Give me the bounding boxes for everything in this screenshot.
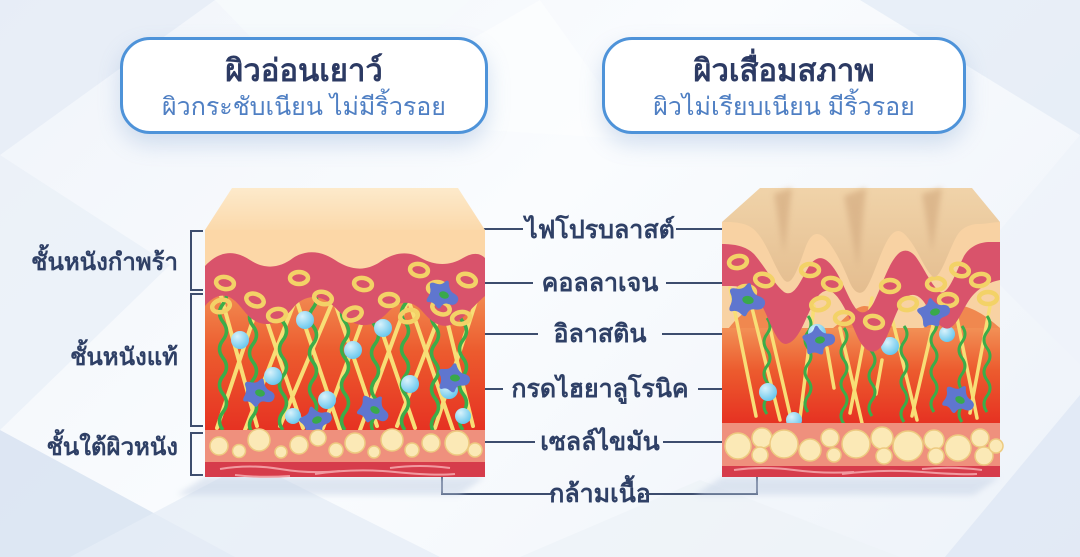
connector-fat-right: [663, 441, 743, 443]
connector-collagen-left: [476, 282, 533, 284]
label-elastin: อิลาสติน: [553, 320, 647, 348]
aged-skin-title-box: ผิวเสื่อมสภาพ ผิวไม่เรียบเนียน มีริ้วรอย: [602, 37, 966, 134]
layer-label-subcutaneous: ชั้นใต้ผิวหนัง: [46, 434, 178, 461]
aged-skin-illustration: [694, 188, 1004, 495]
connector-muscle-left: [441, 493, 553, 495]
bracket-dermis: [190, 293, 203, 427]
young-skin-title: ผิวอ่อนเยาว์: [225, 52, 383, 88]
connector-elastin-left: [458, 333, 538, 335]
label-hyaluronic-acid: กรดไฮยาลูโรนิค: [511, 375, 689, 403]
bracket-subcutaneous: [190, 432, 203, 476]
layer-label-epidermis: ชั้นหนังกำพร้า: [31, 249, 178, 276]
connector-elastin-right: [662, 333, 738, 335]
connector-collagen-right: [666, 282, 727, 284]
label-fat-cells: เซลล์ไขมัน: [540, 428, 660, 456]
bracket-epidermis: [190, 230, 203, 291]
label-fibroblast: ไฟโปรบลาสต์: [525, 216, 675, 244]
label-collagen: คอลลาเจน: [541, 269, 659, 297]
connector-fat-left: [456, 441, 535, 443]
label-muscle: กล้ามเนื้อ: [549, 480, 651, 508]
layer-label-dermis: ชั้นหนังแท้: [70, 344, 178, 371]
aged-skin-subtitle: ผิวไม่เรียบเนียน มีริ้วรอย: [653, 92, 915, 121]
aged-skin-title: ผิวเสื่อมสภาพ: [693, 52, 875, 88]
young-skin-title-box: ผิวอ่อนเยาว์ ผิวกระชับเนียน ไม่มีริ้วรอย: [120, 37, 488, 134]
young-skin-illustration: [177, 188, 485, 495]
young-skin-subtitle: ผิวกระชับเนียน ไม่มีริ้วรอย: [162, 92, 446, 121]
connector-fibroblast-right: [676, 228, 749, 230]
